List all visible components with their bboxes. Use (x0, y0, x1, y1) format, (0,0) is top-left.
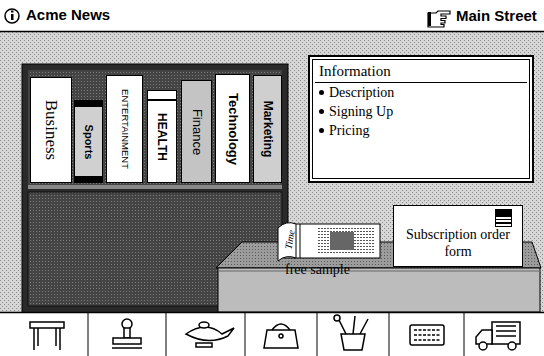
form-icon (495, 209, 512, 227)
location-label: Main Street (456, 7, 537, 24)
menu-item: Signing Up (315, 102, 527, 121)
spine-title: Finance (189, 108, 204, 154)
spine-title: Sports (83, 124, 95, 159)
magazine-masthead: Time (283, 229, 297, 250)
caption: free sample (285, 262, 350, 278)
title-bar (0, 0, 544, 31)
menu-item: Pricing (315, 121, 527, 140)
panel-heading: Information (315, 62, 527, 83)
window-title: Acme News (26, 6, 110, 23)
spine-title: Technology (225, 93, 240, 165)
book-spine: Marketing (253, 75, 282, 183)
purse-icon (264, 324, 298, 348)
lamp-icon (186, 322, 234, 347)
form-title: Subscription order form (400, 226, 516, 260)
info-icon (5, 9, 19, 23)
spine-title: Marketing (261, 101, 275, 158)
menu-item: Description (315, 83, 527, 102)
book-spine: Sports (74, 100, 103, 183)
keyboard-icon (410, 325, 444, 345)
magazine-illustration (278, 223, 380, 261)
order-form: Subscription order form (393, 205, 523, 267)
spine-title: ENTERTAINMENT (119, 89, 130, 169)
truck-icon (476, 322, 520, 350)
tools-cup-icon (334, 315, 368, 350)
bullet-dot (319, 128, 324, 133)
book-spine: ENTERTAINMENT (106, 75, 143, 183)
spine-title: Business (41, 100, 61, 160)
book-spine: Finance (181, 80, 212, 183)
book-spine: HEALTH (147, 90, 177, 183)
spine-title: HEALTH (155, 113, 169, 161)
bullet-dot (319, 90, 324, 95)
pointing-hand-icon (428, 11, 450, 27)
info-panel: InformationDescriptionSigning UpPricing (308, 55, 534, 183)
desk-icon (30, 322, 64, 350)
bullet-dot (319, 109, 324, 114)
book-spine: Business (30, 77, 72, 183)
toolbar (0, 312, 544, 356)
magazine: Timefree sample (278, 220, 380, 260)
book-spine: Technology (215, 74, 250, 183)
stamp-icon (112, 319, 142, 348)
